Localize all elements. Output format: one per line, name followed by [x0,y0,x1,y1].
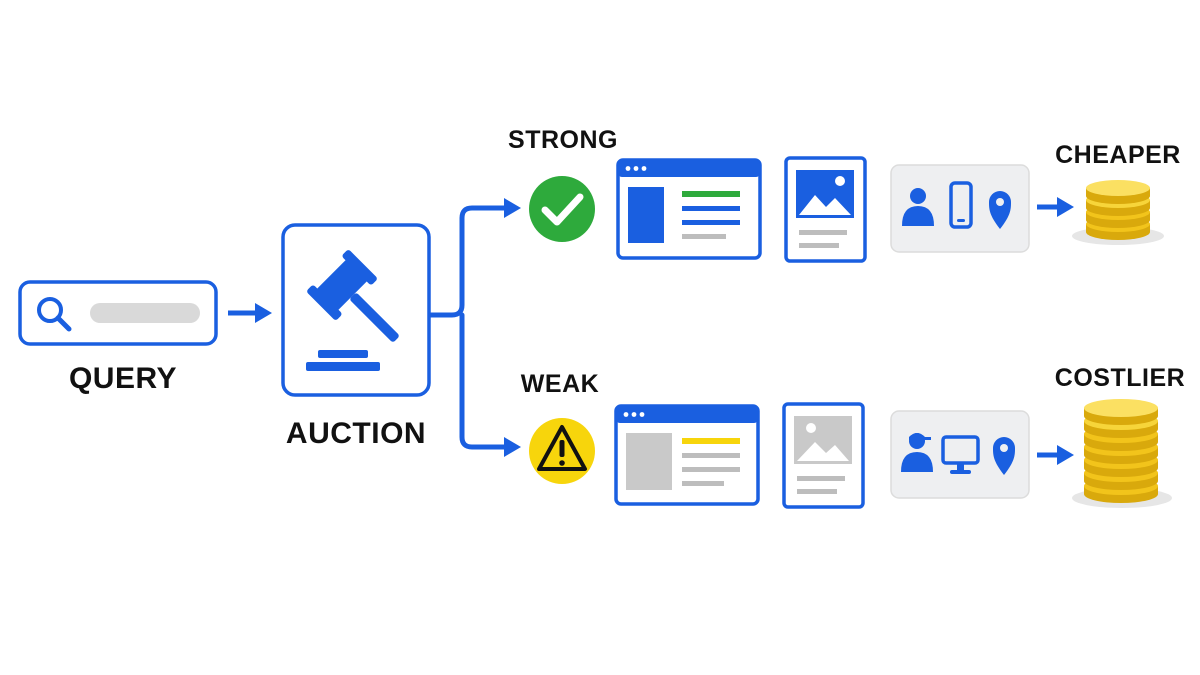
auction-label: AUCTION [285,417,427,450]
warning-triangle-icon [529,418,595,484]
weak-ad-browser-card [614,404,760,506]
person-cap-icon [901,433,933,472]
check-circle-icon [529,176,595,242]
weak-targeting-panel [890,410,1030,499]
cheaper-label: CHEAPER [1055,141,1181,169]
gavel-icon [306,250,399,371]
query-label: QUERY [68,362,178,395]
strong-ad-browser-card [616,158,762,260]
coin-stack-large-icon [1072,399,1172,508]
weak-label: WEAK [520,370,600,398]
arrow-strong-to-cost [1037,197,1074,217]
strong-targeting-panel [890,164,1030,253]
branch-connector [427,205,509,450]
strong-image-card [784,156,867,263]
desktop-monitor-icon [941,435,980,474]
coin-stack-small-icon [1072,180,1164,245]
query-search-box [18,280,218,346]
location-pin-icon [993,437,1015,475]
auction-box [281,223,431,397]
arrow-weak-to-cost [1037,445,1074,465]
search-icon [37,297,72,332]
costlier-label: COSTLIER [1054,364,1186,392]
arrow-query-to-auction [228,303,272,323]
image-icon [794,416,852,464]
arrowhead-weak [504,437,521,457]
smartphone-icon [949,181,973,229]
person-icon [902,188,934,226]
location-pin-icon [989,191,1011,229]
image-icon [796,170,854,218]
search-placeholder-bar [90,303,200,323]
strong-label: STRONG [508,126,618,154]
weak-image-card [782,402,865,509]
arrowhead-strong [504,198,521,218]
